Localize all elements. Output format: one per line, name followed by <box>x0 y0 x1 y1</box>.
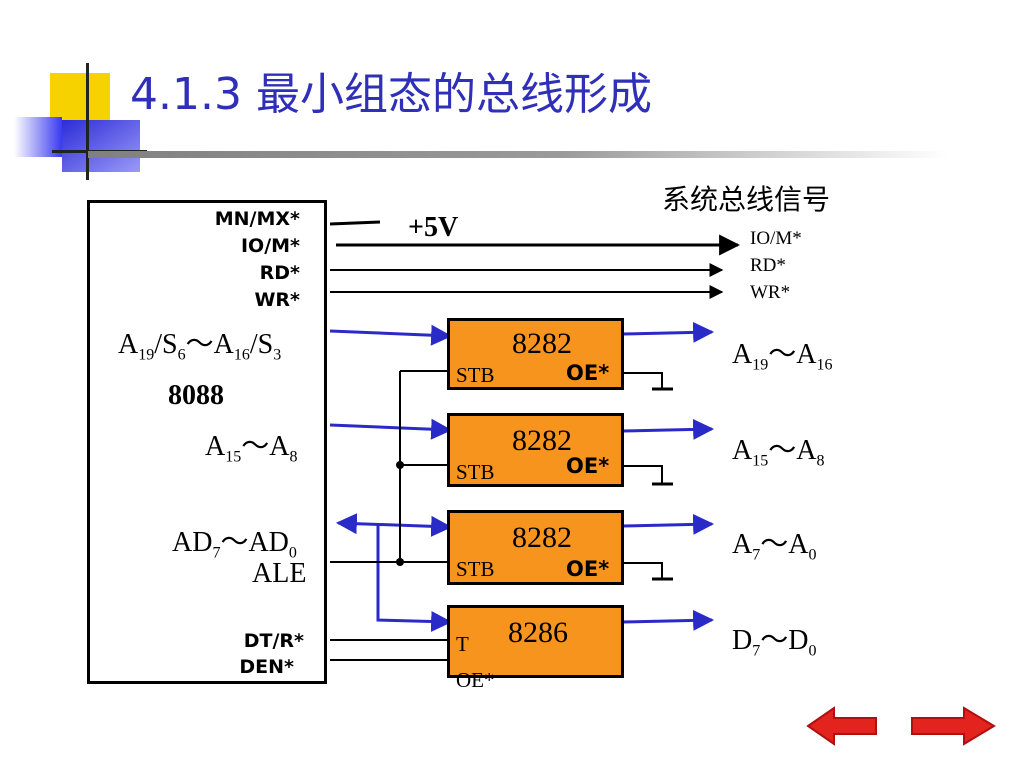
a15-a8-output-line <box>621 418 715 440</box>
chip-label: 8282 <box>512 424 572 457</box>
bus-rd-label: RD* <box>750 255 786 276</box>
ad-to-8286-line <box>376 524 453 632</box>
oe-label: OE* <box>566 454 610 478</box>
latch-8282-1: 8282 STB OE* <box>447 318 624 390</box>
system-bus-signals-label: 系统总线信号 <box>662 183 831 216</box>
pin-mn-mx: MN/MX* <box>214 208 300 230</box>
pin-ale: ALE <box>252 558 307 589</box>
oe-ground-3 <box>622 562 663 578</box>
stb-label: STB <box>456 363 495 387</box>
chip-label: 8286 <box>508 616 568 649</box>
junction-dot-2 <box>396 558 404 566</box>
bus-io-m-label: IO/M* <box>750 228 802 249</box>
a15-a8-input-line <box>329 418 453 440</box>
pin-ad7-ad0: AD7～AD0 <box>172 527 297 562</box>
cpu-name: 8088 <box>168 380 224 411</box>
oe-label: OE* <box>566 557 610 581</box>
oe-label: OE* <box>456 668 495 692</box>
chip-label: 8282 <box>512 521 572 554</box>
pin-a19-s6-a16-s3: A19/S6～A16/S3 <box>118 329 282 364</box>
bus-wr-label: WR* <box>750 282 791 303</box>
pin-wr: WR* <box>254 289 300 311</box>
latch-8282-2: 8282 STB OE* <box>447 413 624 487</box>
stb-label: STB <box>456 460 495 484</box>
stb-label: STB <box>456 557 495 581</box>
d7-d0-output-line <box>621 609 715 631</box>
oe-ground-1 <box>622 372 663 388</box>
a19-a16-input-line <box>329 324 453 346</box>
out-a7-a0: A7～A0 <box>732 529 817 564</box>
a19-a16-output-line <box>621 321 715 343</box>
logo-vertical-line <box>86 63 89 180</box>
a7-a0-output-line <box>621 513 715 535</box>
out-a15-a8: A15～A8 <box>732 435 825 470</box>
mn-mx-wire <box>329 220 381 226</box>
logo-blue-square <box>62 120 140 172</box>
arrow-right-icon[interactable] <box>908 704 998 748</box>
out-d7-d0: D7～D0 <box>732 625 817 660</box>
cpu-8088-box <box>87 200 327 684</box>
oe-ground-2 <box>622 465 663 483</box>
pin-io-m: IO/M* <box>240 235 300 257</box>
junction-dot-1 <box>396 461 404 469</box>
latch-8282-3: 8282 STB OE* <box>447 510 624 585</box>
out-a19-a16: A19～A16 <box>732 339 833 374</box>
arrow-left-icon[interactable] <box>804 704 880 748</box>
pin-dt-r: DT/R* <box>243 630 304 652</box>
transceiver-8286: 8286 T OE* <box>447 605 624 692</box>
title-underline <box>88 151 948 158</box>
pin-a15-a8: A15～A8 <box>205 431 298 466</box>
power-label: +5V <box>408 212 459 243</box>
chip-label: 8282 <box>512 327 572 360</box>
slide-title: 4.1.3 最小组态的总线形成 <box>130 69 652 120</box>
t-label: T <box>456 632 469 656</box>
ad7-ad0-bus-line <box>335 513 453 537</box>
pin-rd: RD* <box>259 262 300 284</box>
pin-den: DEN* <box>239 656 294 678</box>
oe-label: OE* <box>566 361 610 385</box>
